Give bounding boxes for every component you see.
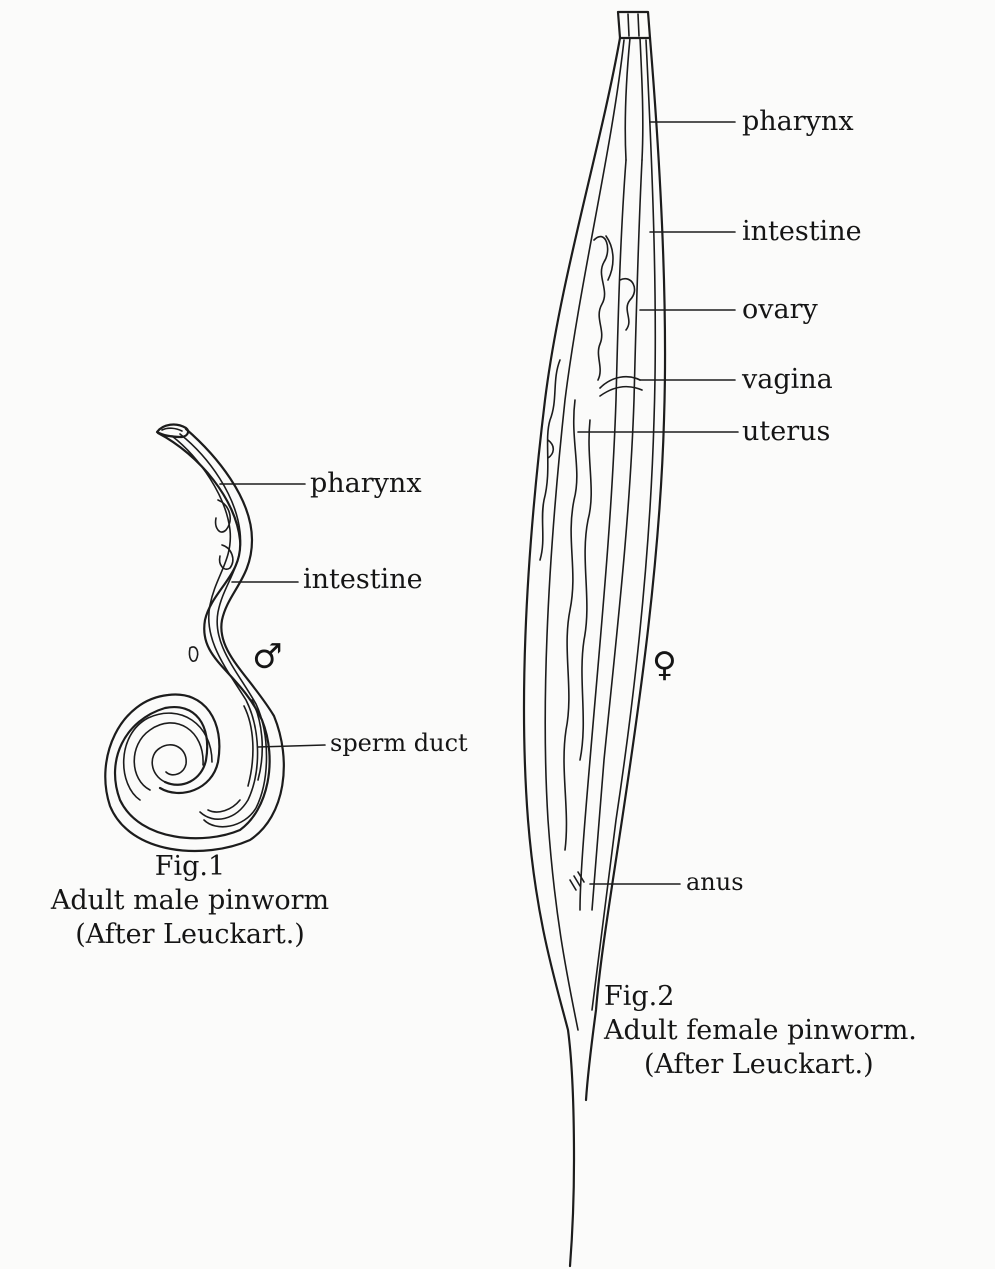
female-uterus (564, 400, 591, 850)
label-male-intestine: intestine (303, 566, 423, 593)
caption-fig2-number: Fig.2 (604, 980, 917, 1014)
label-female-pharynx: pharynx (742, 108, 854, 135)
caption-fig1-title: Adult male pinworm (0, 884, 380, 918)
label-male-sperm-duct: sperm duct (330, 731, 468, 755)
label-female-vagina: vagina (742, 366, 833, 393)
label-male-pharynx: pharynx (310, 470, 422, 497)
label-female-anus: anus (686, 870, 744, 894)
caption-fig1-number: Fig.1 (0, 850, 380, 884)
female-head (618, 12, 650, 38)
female-vagina (600, 377, 642, 396)
female-ovary (594, 236, 635, 380)
caption-fig2: Fig.2 Adult female pinworm. (After Leuck… (604, 980, 917, 1082)
label-female-ovary: ovary (742, 296, 818, 323)
caption-fig2-title: Adult female pinworm. (604, 1014, 917, 1048)
caption-fig1-credit: (After Leuckart.) (0, 918, 380, 952)
label-female-intestine: intestine (742, 218, 862, 245)
male-symbol: ♂ (252, 640, 282, 674)
female-symbol: ♀ (652, 648, 677, 682)
female-pharynx (625, 38, 643, 160)
caption-fig2-credit: (After Leuckart.) (604, 1048, 917, 1082)
caption-fig1: Fig.1 Adult male pinworm (After Leuckart… (0, 850, 380, 952)
label-female-uterus: uterus (742, 418, 830, 445)
